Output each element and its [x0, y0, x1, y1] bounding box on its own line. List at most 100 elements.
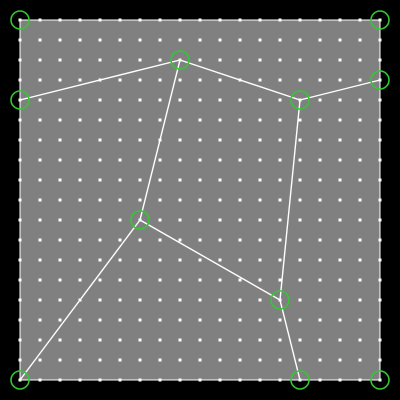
grid-dot — [18, 198, 22, 202]
grid-dot — [38, 278, 42, 282]
grid-dot — [38, 298, 42, 302]
grid-dot — [198, 358, 202, 362]
node-ring-n1[interactable] — [370, 10, 390, 30]
grid-dot — [78, 358, 82, 362]
grid-dot — [278, 58, 282, 62]
grid-dot — [338, 198, 342, 202]
grid-dot — [98, 38, 102, 42]
grid-dot — [38, 198, 42, 202]
grid-dot — [338, 298, 342, 302]
grid-dot — [278, 338, 282, 342]
grid-dot — [238, 378, 242, 382]
grid-dot — [138, 258, 142, 262]
grid-dot — [78, 318, 82, 322]
grid-dot — [378, 378, 382, 382]
grid-dot — [378, 138, 382, 142]
grid-dot — [178, 18, 182, 22]
grid-dot — [18, 278, 22, 282]
grid-dot — [298, 138, 302, 142]
grid-dot — [298, 258, 302, 262]
grid-dot — [78, 238, 82, 242]
grid-dot — [318, 258, 322, 262]
grid-dot — [38, 258, 42, 262]
grid-dot — [58, 18, 62, 22]
grid-dot — [158, 238, 162, 242]
grid-dot — [278, 378, 282, 382]
grid-dot — [158, 98, 162, 102]
grid-dot — [298, 158, 302, 162]
grid-dot — [358, 178, 362, 182]
grid-dot — [78, 38, 82, 42]
grid-dot — [178, 38, 182, 42]
grid-dot — [218, 378, 222, 382]
grid-dot — [258, 98, 262, 102]
node-ring-n6[interactable] — [130, 210, 150, 230]
node-ring-n2[interactable] — [170, 50, 190, 70]
grid-dot — [258, 278, 262, 282]
node-ring-n9[interactable] — [290, 370, 310, 390]
grid-dot — [278, 198, 282, 202]
grid-dot — [178, 278, 182, 282]
edge-n4-n7 — [279, 99, 301, 301]
grid-dot — [158, 218, 162, 222]
grid-dot — [178, 378, 182, 382]
grid-dot — [38, 118, 42, 122]
grid-dot — [18, 38, 22, 42]
grid-dot — [118, 158, 122, 162]
grid-dot — [358, 298, 362, 302]
grid-dot — [338, 338, 342, 342]
grid-dot — [258, 298, 262, 302]
grid-dot — [258, 358, 262, 362]
grid-dot — [78, 338, 82, 342]
grid-dot — [38, 38, 42, 42]
grid-dot — [138, 58, 142, 62]
node-ring-n3[interactable] — [10, 90, 30, 110]
grid-dot — [18, 238, 22, 242]
grid-dot — [198, 178, 202, 182]
grid-dot — [258, 338, 262, 342]
grid-dot — [18, 58, 22, 62]
grid-dot — [238, 138, 242, 142]
grid-dot — [18, 218, 22, 222]
grid-dot — [358, 338, 362, 342]
node-ring-n8[interactable] — [10, 370, 30, 390]
grid-dot — [358, 278, 362, 282]
grid-dot — [258, 198, 262, 202]
grid-dot — [198, 138, 202, 142]
grid-dot — [38, 378, 42, 382]
grid-dot — [158, 58, 162, 62]
node-ring-n4[interactable] — [290, 90, 310, 110]
grid-dot — [358, 218, 362, 222]
grid-dot — [18, 138, 22, 142]
grid-dot — [138, 178, 142, 182]
grid-dot — [378, 158, 382, 162]
grid-dot — [98, 358, 102, 362]
grid-dot — [238, 338, 242, 342]
grid-dot — [38, 138, 42, 142]
grid-dot — [98, 138, 102, 142]
grid-dot — [258, 78, 262, 82]
node-ring-n7[interactable] — [270, 290, 290, 310]
grid-dot — [38, 318, 42, 322]
grid-dot — [238, 18, 242, 22]
grid-dot — [158, 318, 162, 322]
node-ring-n0[interactable] — [10, 10, 30, 30]
grid-dot — [218, 198, 222, 202]
grid-dot — [138, 198, 142, 202]
grid-dot — [318, 378, 322, 382]
edge-n2-n6 — [139, 59, 181, 221]
grid-dot — [78, 138, 82, 142]
grid-dot — [18, 158, 22, 162]
grid-dot — [298, 118, 302, 122]
grid-dot — [18, 298, 22, 302]
grid-dot — [318, 118, 322, 122]
grid-dot — [218, 138, 222, 142]
grid-dot — [278, 138, 282, 142]
node-ring-n10[interactable] — [370, 370, 390, 390]
node-ring-n5[interactable] — [370, 70, 390, 90]
grid-dot — [358, 98, 362, 102]
grid-dot — [358, 198, 362, 202]
grid-dot — [278, 18, 282, 22]
grid-dot — [378, 338, 382, 342]
